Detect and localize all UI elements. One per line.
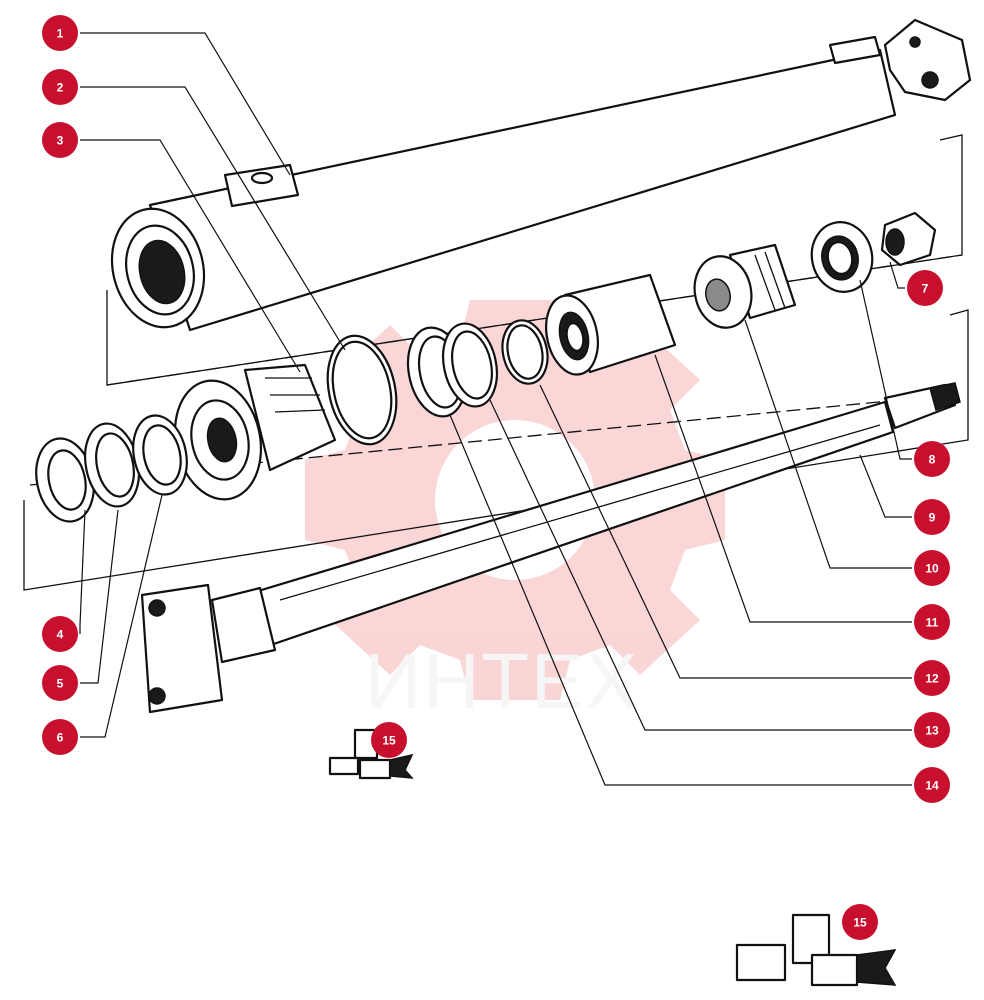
callout-label: 4 <box>57 628 64 642</box>
gland-nut <box>693 243 797 329</box>
callout-8: 8 <box>914 441 950 477</box>
rod-nut-ring <box>810 221 874 293</box>
callout-9: 9 <box>914 499 950 535</box>
seal-ring-4 <box>35 437 95 523</box>
seal-ring-5 <box>84 422 140 508</box>
callout-7: 7 <box>907 270 943 306</box>
callout-label: 9 <box>929 511 936 525</box>
seal-kit-icon-small <box>328 728 414 780</box>
callout-label: 2 <box>57 81 64 95</box>
hex-nut <box>880 211 937 267</box>
seal-ring-13 <box>442 322 498 408</box>
cylinder-barrel <box>110 18 972 332</box>
callout-label: 10 <box>925 562 939 576</box>
callout-15-small: 15 <box>371 722 407 758</box>
seal-ring-6 <box>132 414 188 496</box>
callout-15-large: 15 <box>842 904 878 940</box>
callout-11: 11 <box>914 604 950 640</box>
callout-label: 6 <box>57 731 64 745</box>
callout-label: 8 <box>929 453 936 467</box>
frame-lines <box>23 134 969 591</box>
watermark-text: ИНТЕХ <box>365 637 639 725</box>
callout-markers: 1 2 3 4 5 6 7 8 9 10 11 12 13 14 15 15 <box>42 15 950 940</box>
leader-lines <box>79 32 912 786</box>
callout-label: 1 <box>57 27 64 41</box>
callout-3: 3 <box>42 122 78 158</box>
callout-label: 15 <box>853 916 867 930</box>
callout-12: 12 <box>914 660 950 696</box>
callout-label: 7 <box>922 282 929 296</box>
callout-13: 13 <box>914 712 950 748</box>
callout-label: 11 <box>926 616 939 630</box>
callout-label: 3 <box>57 134 64 148</box>
piston-head <box>173 363 337 501</box>
callout-label: 14 <box>925 779 939 793</box>
callout-6: 6 <box>42 719 78 755</box>
o-ring-2 <box>326 334 398 446</box>
callout-1: 1 <box>42 15 78 51</box>
callout-2: 2 <box>42 69 78 105</box>
callout-label: 15 <box>382 734 396 748</box>
watermark-gear-icon <box>305 300 725 700</box>
callout-10: 10 <box>914 550 950 586</box>
callout-label: 5 <box>57 677 64 691</box>
piston-rod <box>140 382 961 714</box>
callout-5: 5 <box>42 665 78 701</box>
callout-label: 12 <box>925 672 939 686</box>
callout-label: 13 <box>925 724 939 738</box>
callout-14: 14 <box>914 767 950 803</box>
o-ring-12 <box>501 319 549 385</box>
guide-bushing <box>545 273 677 376</box>
callout-4: 4 <box>42 616 78 652</box>
watermark: ИНТЕХ <box>305 300 725 725</box>
seal-kit-icon-large <box>735 913 897 987</box>
